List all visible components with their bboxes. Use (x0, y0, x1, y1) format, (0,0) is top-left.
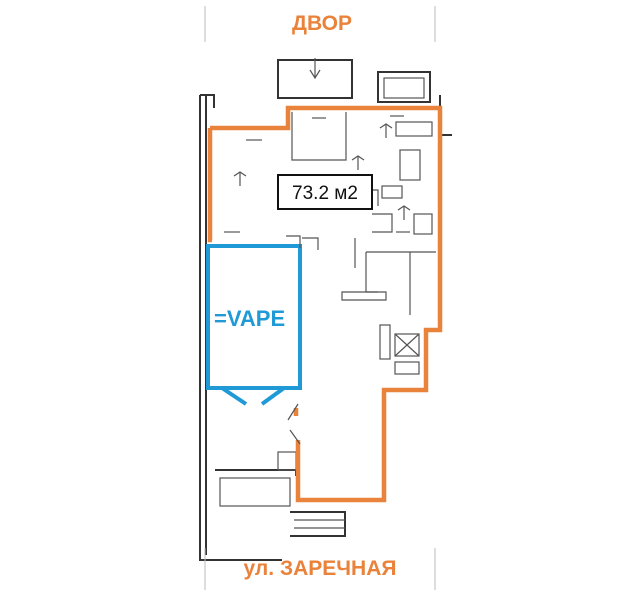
door-swing (287, 403, 299, 421)
dimension-ticks (224, 115, 410, 233)
tenant-area (206, 244, 302, 406)
ceiling-height-marks (233, 123, 411, 220)
area-label-box (277, 174, 373, 210)
top-street-label: ДВОР (292, 12, 352, 35)
doorway-mark (286, 235, 301, 248)
area-label: 73.2 м2 (292, 183, 358, 204)
premises-outline (207, 105, 443, 503)
doorway-mark (302, 237, 319, 250)
door-swing (289, 429, 301, 445)
bottom-street-label: ул. ЗАРЕЧНАЯ (244, 557, 397, 580)
tenant-label: =VAPE (214, 306, 285, 331)
